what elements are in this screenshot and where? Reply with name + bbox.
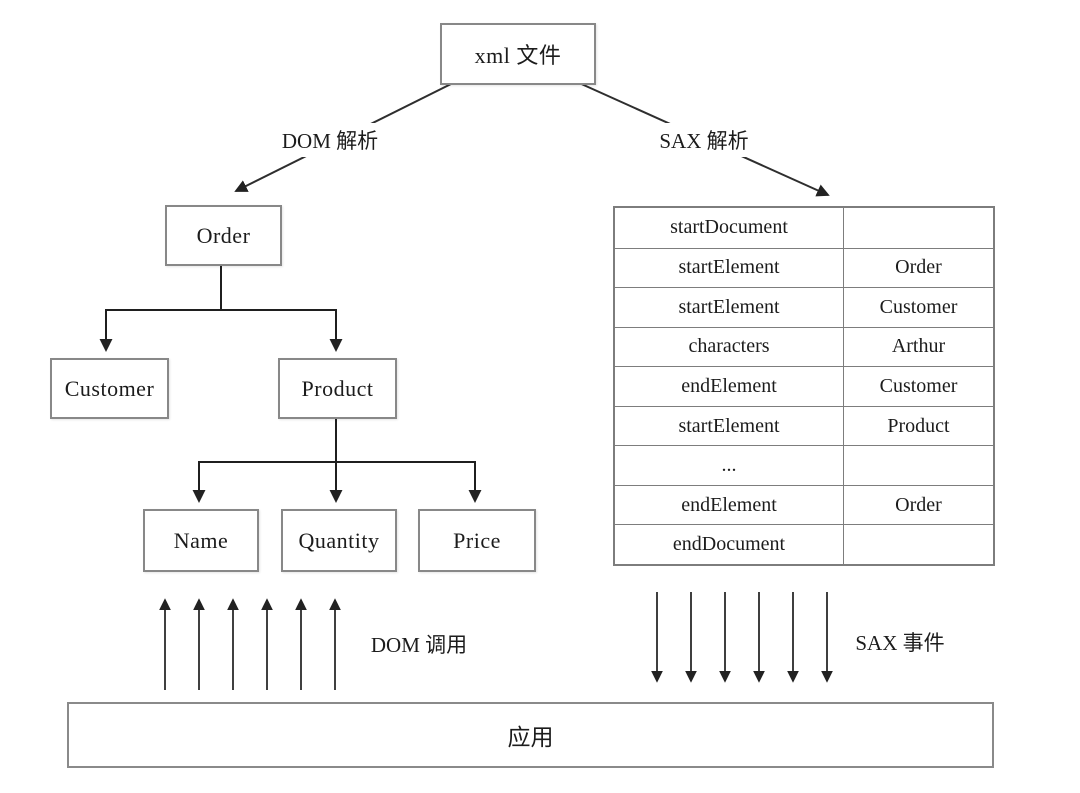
tree-node-price: Price [418, 509, 536, 572]
sax-event-cell: endDocument [615, 525, 844, 564]
table-row: ... [615, 445, 993, 485]
table-row: startElement Order [615, 247, 993, 288]
tree-node-name-label: Name [173, 527, 229, 553]
sax-event-cell: endElement [615, 485, 844, 525]
sax-event-cell: startElement [615, 248, 844, 288]
sax-event-cell: startElement [615, 406, 844, 446]
sax-value-cell: Product [887, 414, 950, 437]
sax-value-cell: Order [895, 493, 942, 516]
sax-event-label: SAX 事件 [855, 631, 945, 655]
table-row: endElement Customer [615, 366, 993, 406]
tree-node-order-label: Order [196, 222, 251, 248]
tree-node-customer-label: Customer [64, 375, 155, 401]
tree-node-quantity: Quantity [281, 509, 397, 572]
dom-call-arrows [159, 598, 341, 690]
sax-parse-label: SAX 解析 [651, 123, 757, 157]
sax-value-cell [844, 208, 993, 248]
dom-call-label: DOM 调用 [370, 633, 468, 657]
sax-value-cell: Arthur [891, 335, 946, 358]
xml-file-label: xml 文件 [474, 43, 562, 68]
table-row: startDocument [615, 208, 993, 248]
dom-parse-label: DOM 解析 [273, 123, 387, 157]
table-row: endElement Order [615, 484, 993, 525]
sax-value-cell [844, 446, 993, 485]
application-box: 应用 [67, 702, 994, 768]
sax-event-arrows [651, 592, 833, 683]
sax-value-cell: Customer [879, 374, 958, 397]
tree-node-customer: Customer [50, 358, 169, 419]
tree-node-quantity-label: Quantity [298, 527, 380, 553]
table-row: startElement Product [615, 405, 993, 446]
application-label: 应用 [507, 725, 554, 750]
sax-event-cell: characters [615, 327, 844, 367]
sax-event-table: startDocument startElement Order startEl… [613, 206, 995, 566]
tree-node-name: Name [143, 509, 259, 572]
sax-value-cell: Customer [879, 295, 958, 318]
sax-event-cell: ... [615, 446, 844, 485]
sax-event-cell: endElement [615, 367, 844, 406]
tree-node-product: Product [278, 358, 397, 419]
table-row: characters Arthur [615, 326, 993, 367]
xml-file-box: xml 文件 [440, 23, 596, 85]
tree-node-order: Order [165, 205, 282, 266]
sax-value-cell: Order [895, 256, 942, 279]
table-row: endDocument [615, 524, 993, 564]
sax-value-cell [844, 525, 993, 564]
tree-node-price-label: Price [453, 527, 501, 553]
sax-event-cell: startElement [615, 288, 844, 327]
table-row: startElement Customer [615, 287, 993, 327]
tree-connector-level1 [99, 262, 343, 352]
tree-connector-level2 [192, 415, 482, 503]
sax-event-cell: startDocument [615, 208, 844, 248]
tree-node-product-label: Product [301, 375, 374, 401]
